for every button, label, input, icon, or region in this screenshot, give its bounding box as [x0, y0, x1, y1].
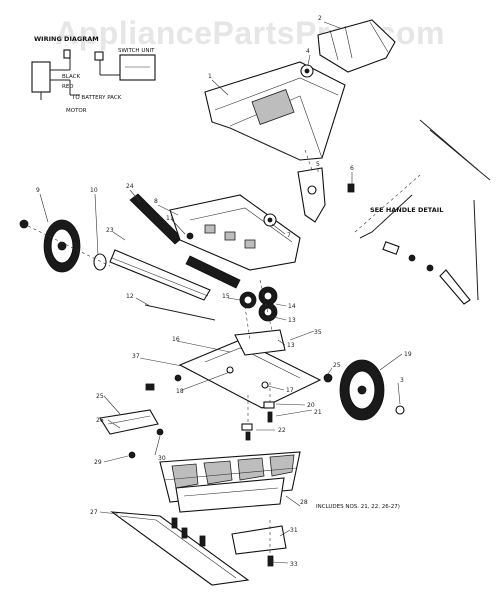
callout-20: 20	[307, 402, 315, 409]
gear-assembly-part	[239, 279, 278, 331]
wire-label-black: BLACK	[62, 74, 80, 80]
knob-part	[300, 64, 314, 78]
motor-cover-part	[204, 61, 346, 161]
callout-15: 15	[222, 293, 230, 300]
callout-30: 30	[158, 455, 166, 462]
callout-27: 27	[90, 509, 98, 516]
callout-37: 37	[132, 353, 140, 360]
callout-31: 31	[290, 527, 298, 534]
bottom-plate-part	[110, 511, 250, 586]
callout-5: 5	[316, 161, 320, 168]
frame-plate-part	[174, 299, 322, 409]
callout-19: 19	[404, 351, 412, 358]
callout-2: 2	[318, 15, 322, 22]
left-wheel-part	[19, 219, 111, 273]
callout-7: 7	[287, 232, 291, 239]
callout-labels: 2 1 4 5 6 8 9 10 24 23 11 7 15 14 13 35 …	[36, 15, 412, 568]
battery-pack-label: TO BATTERY PACK	[71, 95, 122, 101]
cutter-clip-part	[99, 383, 164, 459]
switch-unit-label: SWITCH UNIT	[118, 48, 155, 54]
connector-symbol-2	[94, 51, 104, 61]
callout-18: 18	[176, 388, 184, 395]
motor-symbol	[31, 61, 51, 93]
callout-24: 24	[126, 183, 134, 190]
callout-10: 10	[90, 187, 98, 194]
callout-35: 35	[314, 329, 322, 336]
axle-rod-part	[144, 304, 216, 321]
callout-13: 13	[288, 317, 296, 324]
includes-note: INCLUDES NOS. 21, 22, 26-27)	[316, 504, 400, 510]
cutter-blade-part	[159, 451, 301, 513]
callout-8: 8	[154, 198, 158, 205]
callout-23: 23	[106, 227, 114, 234]
callout-11: 11	[166, 215, 174, 222]
callout-12: 12	[126, 293, 134, 300]
housing-part	[169, 194, 301, 271]
callout-29: 29	[94, 459, 102, 466]
callout-22: 22	[278, 427, 286, 434]
switch-unit-symbol	[119, 54, 156, 81]
handle-bracket-part	[297, 149, 326, 223]
callout-14: 14	[288, 303, 296, 310]
handle-detail-note: SEE HANDLE DETAIL	[370, 206, 443, 214]
wire-label-red: RED	[62, 84, 74, 90]
callout-3: 3	[400, 377, 404, 384]
right-wheel-part	[339, 359, 405, 421]
callout-4: 4	[306, 48, 310, 55]
callout-26: 26	[96, 417, 104, 424]
screw-part	[347, 183, 355, 193]
callout-16: 16	[172, 336, 180, 343]
callout-25b: 25	[96, 393, 104, 400]
motor-label: MOTOR	[66, 108, 87, 114]
callout-1: 1	[208, 73, 212, 80]
wiring-diagram: WIRING DIAGRAM BLACK RED SWITCH UNIT TO …	[31, 35, 156, 114]
handle-part	[354, 119, 491, 305]
motor-part	[317, 19, 396, 73]
callout-13b: 13	[287, 342, 295, 349]
callout-33: 33	[290, 561, 298, 568]
connector-symbol	[63, 49, 71, 59]
callout-17: 17	[286, 387, 294, 394]
frame-screws-part	[241, 373, 333, 441]
callout-25: 25	[333, 362, 341, 369]
callout-21: 21	[314, 409, 322, 416]
bottom-screws-part	[171, 517, 287, 567]
callout-9: 9	[36, 187, 40, 194]
callout-28: 28	[300, 499, 308, 506]
leader-lines	[39, 21, 403, 564]
callout-6: 6	[350, 165, 354, 172]
wiring-title: WIRING DIAGRAM	[34, 35, 99, 43]
